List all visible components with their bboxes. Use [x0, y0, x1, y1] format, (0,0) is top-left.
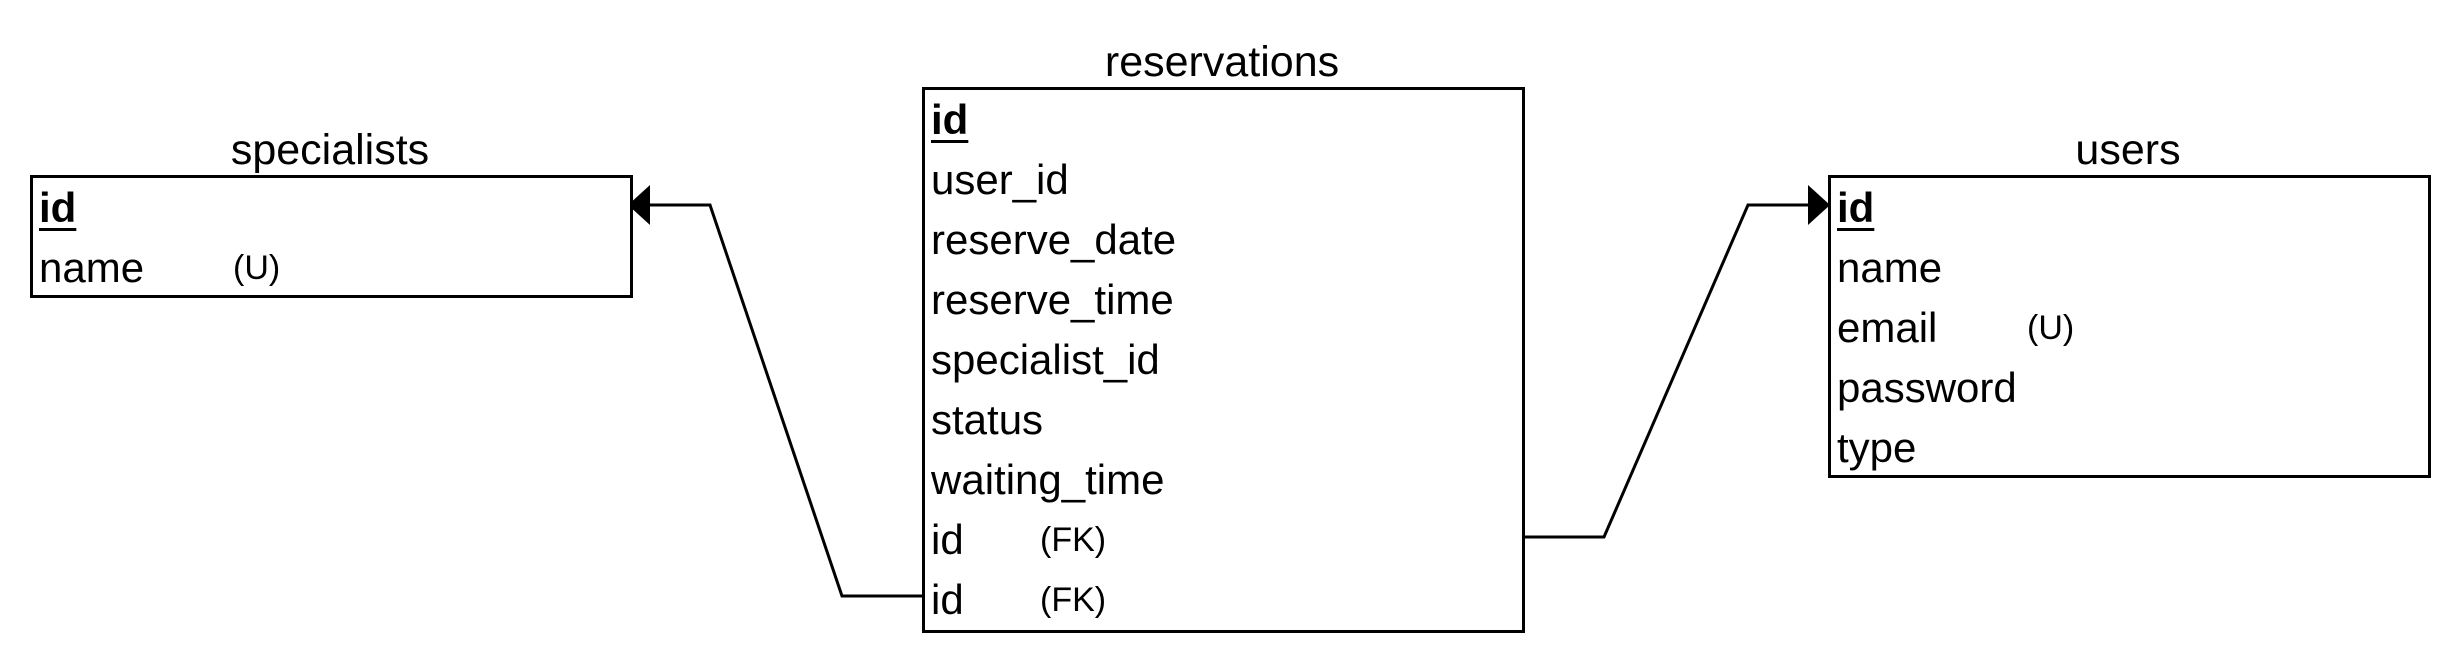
foreign-key-note: (FK): [1040, 520, 1107, 559]
attribute-name: reserve_date: [931, 216, 1177, 263]
arrowhead-users: [1808, 185, 1830, 225]
entity-table-specialists: id name (U): [30, 175, 633, 298]
attribute-name: id: [931, 516, 964, 563]
attribute-name: name: [39, 244, 145, 291]
attribute-row: waiting_time: [925, 450, 1522, 510]
attribute-name: status: [931, 396, 1044, 443]
unique-constraint-note: (U): [2027, 308, 2075, 347]
primary-key-attribute: id: [1837, 184, 1875, 231]
attribute-row: id: [33, 178, 630, 238]
entity-title-reservations: reservations: [1104, 38, 1340, 86]
attribute-name: email: [1837, 304, 1938, 351]
entity-table-users: id name email (U) password type: [1828, 175, 2431, 478]
connector-reservations-to-specialists: [650, 203, 922, 598]
attribute-row: name: [1831, 238, 2428, 298]
attribute-row: type: [1831, 418, 2428, 478]
primary-key-attribute: id: [931, 96, 969, 143]
connector-reservations-to-users: [1525, 203, 1808, 539]
attribute-name: waiting_time: [931, 456, 1165, 503]
attribute-row: user_id: [925, 150, 1522, 210]
foreign-key-note: (FK): [1040, 580, 1107, 619]
entity-title-users: users: [2075, 126, 2181, 174]
attribute-row: status: [925, 390, 1522, 450]
attribute-row: id: [1831, 178, 2428, 238]
attribute-row: id (FK): [925, 510, 1522, 570]
attribute-row: specialist_id: [925, 330, 1522, 390]
attribute-row: name (U): [33, 238, 630, 298]
attribute-name: password: [1837, 364, 2017, 411]
attribute-row: password: [1831, 358, 2428, 418]
attribute-name: user_id: [931, 156, 1069, 203]
attribute-row: reserve_date: [925, 210, 1522, 270]
attribute-row: id (FK): [925, 570, 1522, 630]
entity-table-reservations: id user_id reserve_date reserve_time spe…: [922, 87, 1525, 633]
unique-constraint-note: (U): [233, 248, 281, 287]
attribute-name: id: [931, 576, 964, 623]
attribute-name: type: [1837, 424, 1917, 471]
attribute-row: reserve_time: [925, 270, 1522, 330]
attribute-name: reserve_time: [931, 276, 1174, 323]
attribute-row: id: [925, 90, 1522, 150]
arrowhead-specialists: [628, 185, 650, 225]
entity-title-specialists: specialists: [230, 126, 430, 174]
primary-key-attribute: id: [39, 184, 77, 231]
attribute-name: specialist_id: [931, 336, 1160, 383]
attribute-row: email (U): [1831, 298, 2428, 358]
attribute-name: name: [1837, 244, 1943, 291]
